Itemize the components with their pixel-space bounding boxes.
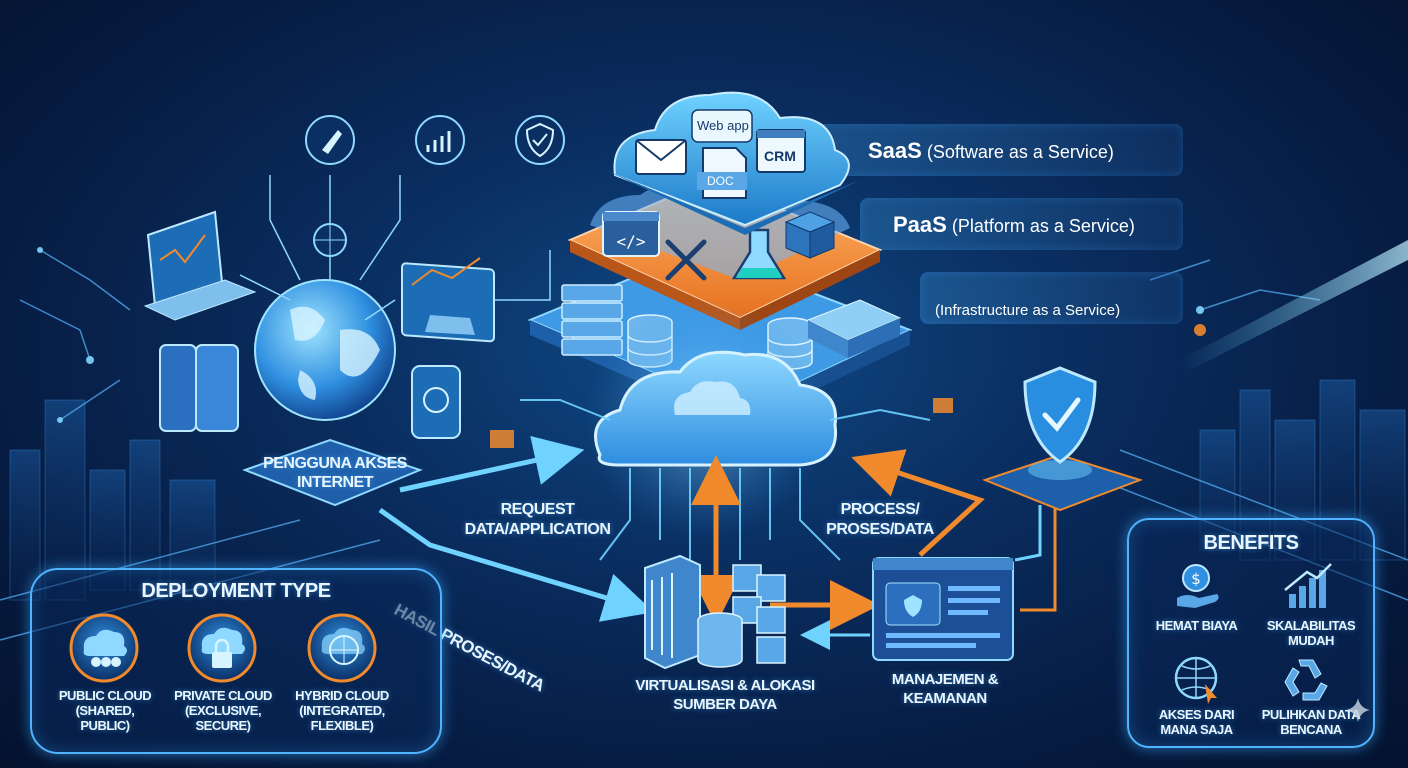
- management-dashboard-icon: [872, 557, 1014, 661]
- private-cloud-icon: [187, 613, 257, 683]
- database-icon-3: [697, 612, 743, 668]
- process-label: PROCESS/ PROSES/DATA: [826, 501, 934, 538]
- saas-label: SaaS (Software as a Service): [868, 138, 1114, 164]
- benefit-scalability-label: SKALABILITAS MUDAH: [1266, 618, 1356, 648]
- user-access-label: PENGGUNA AKSES INTERNET: [263, 455, 407, 491]
- doc-file-icon: [697, 147, 747, 199]
- folder-icon: [490, 430, 514, 448]
- folder-icon-2: [933, 398, 953, 413]
- recycle-icon: [1284, 659, 1328, 701]
- network-switch-icon: [806, 299, 902, 358]
- paas-full: (Platform as a Service): [951, 216, 1135, 236]
- web-app-label: Web app: [697, 118, 749, 133]
- cube-block-icon: [784, 211, 836, 259]
- saas-label-box: [805, 124, 1183, 176]
- paas-abbr: PaaS: [893, 212, 947, 237]
- crm-label: CRM: [764, 148, 796, 164]
- network-node-icon: [313, 223, 347, 257]
- globe-icon: [254, 279, 396, 421]
- monitor-icon: [401, 257, 495, 343]
- hybrid-cloud-label: HYBRID CLOUD (INTEGRATED, FLEXIBLE): [295, 688, 389, 733]
- benefit-access-label: AKSES DARI MANA SAJA: [1158, 707, 1235, 737]
- server-tower-icon: [644, 554, 701, 670]
- iaas-label: (Infrastructure as a Service): [935, 302, 1120, 319]
- deployment-icons: [69, 613, 377, 683]
- private-cloud-label: PRIVATE CLOUD (EXCLUSIVE, SECURE): [174, 688, 272, 733]
- security-shield-icon: [1023, 366, 1097, 464]
- public-cloud-icon: [69, 613, 139, 683]
- virtualization-label: VIRTUALISASI & ALOKASI SUMBER DAYA: [635, 677, 815, 713]
- public-cloud-label: PUBLIC CLOUD (SHARED, PUBLIC): [58, 688, 152, 733]
- saas-full: (Software as a Service): [926, 142, 1114, 162]
- deployment-type-panel: DEPLOYMENT TYPE PUBLIC CLOUD (SHARED, PU…: [30, 568, 442, 754]
- request-arrow: [399, 435, 585, 493]
- smartphone-icon: [411, 365, 461, 439]
- benefits-panel: BENEFITS $ HEMAT BIAYA SKALABILITAS MUDA…: [1127, 518, 1375, 748]
- doc-label: DOC: [707, 174, 734, 188]
- shield-check-icon-small: [515, 115, 565, 165]
- deployment-title: DEPLOYMENT TYPE: [141, 580, 331, 602]
- request-label: REQUEST DATA/APPLICATION: [464, 501, 611, 538]
- benefits-title: BENEFITS: [1203, 532, 1299, 554]
- laptop-icon: [143, 210, 257, 321]
- code-window-icon: </>: [602, 211, 660, 257]
- benefit-icons: $: [1174, 563, 1332, 704]
- benefit-recovery-label: PULIHKAN DATA BENCANA: [1261, 707, 1361, 737]
- rocket-icon: [305, 115, 355, 165]
- saas-abbr: SaaS: [868, 138, 922, 163]
- result-arrow: [378, 507, 654, 622]
- hybrid-cloud-icon: [307, 613, 377, 683]
- globe-cursor-icon: [1174, 656, 1218, 704]
- analytics-icon: [415, 115, 465, 165]
- paas-label-box: [860, 198, 1183, 250]
- flask-icon: [731, 228, 787, 280]
- crm-window-icon: [756, 129, 806, 173]
- svg-text:</>: </>: [617, 232, 646, 251]
- benefit-save-cost-label: HEMAT BIAYA: [1155, 618, 1238, 633]
- iaas-label-box: [920, 272, 1183, 324]
- svg-text:$: $: [1191, 570, 1201, 588]
- growth-chart-icon: [1284, 563, 1332, 608]
- management-label: MANAJEMEN & KEAMANAN: [891, 671, 999, 707]
- web-app-card: [691, 109, 753, 143]
- virtual-blocks-icon: [732, 564, 786, 664]
- money-hand-icon: $: [1177, 564, 1219, 608]
- tablet-icon: [159, 344, 239, 432]
- user-platform: [242, 438, 423, 507]
- process-arrow: [851, 449, 985, 557]
- paas-label: PaaS (Platform as a Service): [893, 212, 1135, 238]
- email-icon: [635, 139, 687, 175]
- iaas-full: (Infrastructure as a Service): [935, 302, 1121, 319]
- tools-icon: [665, 239, 707, 281]
